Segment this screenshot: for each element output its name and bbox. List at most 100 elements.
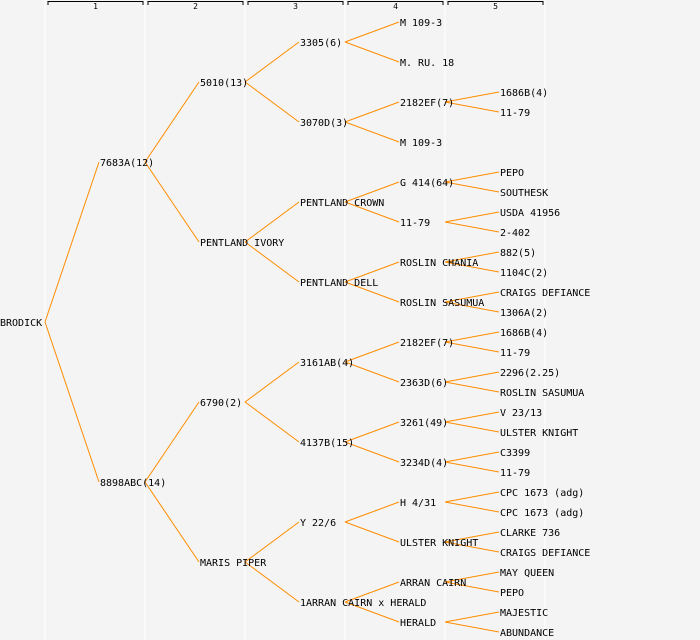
pedigree-node[interactable]: ROSLIN CHANIA [400, 258, 478, 269]
parent-link [244, 81, 300, 123]
parent-link [244, 201, 300, 243]
parent-link [144, 401, 200, 483]
parent-link [344, 341, 400, 363]
pedigree-node[interactable]: 2182EF(7) [400, 338, 454, 349]
pedigree-node[interactable]: PEPO [500, 588, 524, 599]
pedigree-node[interactable]: C3399 [500, 448, 530, 459]
parent-link [344, 281, 400, 303]
parent-link [344, 101, 400, 123]
pedigree-node[interactable]: 3234D(4) [400, 458, 448, 469]
parent-link [444, 451, 500, 463]
parent-link [344, 601, 400, 623]
pedigree-node[interactable]: ULSTER KNIGHT [400, 538, 478, 549]
pedigree-node[interactable]: CLARKE 736 [500, 528, 560, 539]
pedigree-node[interactable]: MARIS PIPER [200, 558, 267, 569]
pedigree-node[interactable]: 6790(2) [200, 398, 242, 409]
pedigree-node[interactable]: 1104C(2) [500, 268, 548, 279]
parent-link [144, 81, 200, 163]
pedigree-node[interactable]: 3305(6) [300, 38, 342, 49]
pedigree-node[interactable]: 1ARRAN CAIRN x HERALD [300, 598, 426, 609]
parent-link [344, 581, 400, 603]
parent-link [244, 41, 300, 83]
pedigree-node[interactable]: ULSTER KNIGHT [500, 428, 578, 439]
parent-link [444, 621, 500, 633]
parent-link [444, 301, 500, 313]
parent-link [44, 161, 100, 323]
pedigree-node[interactable]: ARRAN CAIRN [400, 578, 466, 589]
parent-link [444, 381, 500, 393]
generation-bracket [47, 1, 144, 5]
parent-link [344, 361, 400, 383]
pedigree-node[interactable]: Y 22/6 [300, 518, 336, 529]
parent-link [444, 571, 500, 583]
parent-link [244, 361, 300, 403]
pedigree-node[interactable]: MAJESTIC [500, 608, 548, 619]
pedigree-node[interactable]: CRAIGS DEFIANCE [500, 288, 590, 299]
pedigree-node[interactable]: ROSLIN SASUMUA [400, 298, 484, 309]
generation-header: 3 [293, 2, 298, 11]
parent-link [244, 521, 300, 563]
parent-link [344, 441, 400, 463]
pedigree-node[interactable]: 11-79 [500, 348, 530, 359]
pedigree-node[interactable]: 11-79 [500, 468, 530, 479]
parent-link [444, 181, 500, 193]
pedigree-node[interactable]: 2-402 [500, 228, 530, 239]
pedigree-node[interactable]: M 109-3 [400, 18, 442, 29]
pedigree-node[interactable]: 3070D(3) [300, 118, 348, 129]
pedigree-node[interactable]: 882(5) [500, 248, 536, 259]
pedigree-node[interactable]: H 4/31 [400, 498, 436, 509]
pedigree-node[interactable]: PEPO [500, 168, 524, 179]
pedigree-node[interactable]: HERALD [400, 618, 436, 629]
pedigree-node[interactable]: ABUNDANCE [500, 628, 554, 639]
pedigree-node[interactable]: 2363D(6) [400, 378, 448, 389]
pedigree-node[interactable]: 4137B(15) [300, 438, 354, 449]
parent-link [444, 341, 500, 353]
parent-link [444, 221, 500, 233]
pedigree-node[interactable]: PENTLAND CROWN [300, 198, 384, 209]
parent-link [444, 411, 500, 423]
pedigree-node[interactable]: 5010(13) [200, 78, 248, 89]
pedigree-node[interactable]: 2182EF(7) [400, 98, 454, 109]
generation-header: 5 [493, 2, 498, 11]
parent-link [344, 201, 400, 223]
pedigree-node[interactable]: M 109-3 [400, 138, 442, 149]
parent-link [344, 41, 400, 63]
pedigree-node[interactable]: USDA 41956 [500, 208, 560, 219]
pedigree-node[interactable]: 1686B(4) [500, 328, 548, 339]
pedigree-node[interactable]: CPC 1673 (adg) [500, 508, 584, 519]
generation-bracket [147, 1, 244, 5]
pedigree-node[interactable]: 1686B(4) [500, 88, 548, 99]
parent-link [344, 121, 400, 143]
pedigree-node[interactable]: 1306A(2) [500, 308, 548, 319]
pedigree-node[interactable]: 11-79 [400, 218, 430, 229]
parent-link [444, 91, 500, 103]
parent-link [444, 371, 500, 383]
pedigree-node[interactable]: CRAIGS DEFIANCE [500, 548, 590, 559]
pedigree-node[interactable]: 7683A(12) [100, 158, 154, 169]
pedigree-node[interactable]: V 23/13 [500, 408, 542, 419]
pedigree-node[interactable]: PENTLAND IVORY [200, 238, 284, 249]
pedigree-node[interactable]: 2296(2.25) [500, 368, 560, 379]
pedigree-node[interactable]: M. RU. 18 [400, 58, 454, 69]
parent-link [444, 101, 500, 113]
parent-link [144, 161, 200, 243]
pedigree-node[interactable]: 11-79 [500, 108, 530, 119]
parent-link [444, 331, 500, 343]
pedigree-node[interactable]: 3161AB(4) [300, 358, 354, 369]
parent-link [444, 491, 500, 503]
parent-link [444, 501, 500, 513]
pedigree-node[interactable]: MAY QUEEN [500, 568, 554, 579]
pedigree-node[interactable]: BRODICK [0, 318, 42, 329]
parent-link [244, 401, 300, 443]
pedigree-node[interactable]: ROSLIN SASUMUA [500, 388, 584, 399]
parent-link [344, 421, 400, 443]
parent-link [444, 421, 500, 433]
pedigree-node[interactable]: PENTLAND DELL [300, 278, 378, 289]
parent-link [444, 531, 500, 543]
pedigree-node[interactable]: G 414(64) [400, 178, 454, 189]
parent-link [444, 541, 500, 553]
pedigree-node[interactable]: CPC 1673 (adg) [500, 488, 584, 499]
pedigree-node[interactable]: SOUTHESK [500, 188, 548, 199]
pedigree-node[interactable]: 8898ABC(14) [100, 478, 166, 489]
pedigree-node[interactable]: 3261(49) [400, 418, 448, 429]
